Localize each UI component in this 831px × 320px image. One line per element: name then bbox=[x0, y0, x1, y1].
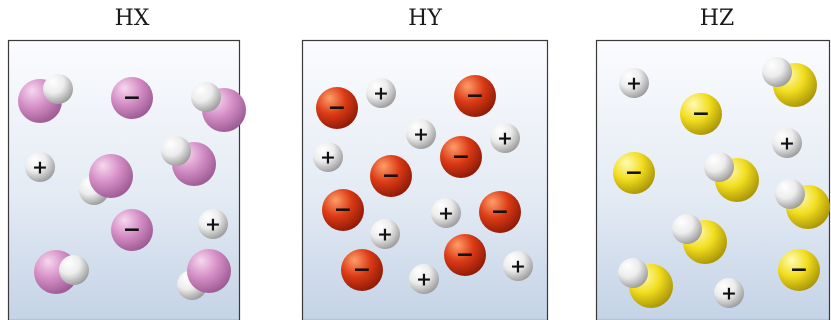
anion: − bbox=[111, 77, 153, 119]
h-atom-sphere bbox=[59, 255, 89, 285]
minus-sign: − bbox=[625, 161, 643, 186]
hydronium-cation: + bbox=[490, 123, 520, 153]
hydronium-cation: + bbox=[313, 142, 343, 172]
anion: − bbox=[316, 87, 358, 129]
h-atom-sphere bbox=[775, 179, 805, 209]
minus-sign: − bbox=[790, 258, 808, 283]
hydronium-cation: + bbox=[431, 198, 461, 228]
h-atom-sphere bbox=[161, 136, 191, 166]
minus-sign: − bbox=[466, 84, 484, 109]
plus-sign: + bbox=[510, 256, 526, 278]
minus-sign: − bbox=[353, 258, 371, 283]
hydronium-cation: + bbox=[772, 128, 802, 158]
anion: − bbox=[680, 93, 722, 135]
plus-sign: + bbox=[413, 124, 429, 146]
minus-sign: − bbox=[382, 164, 400, 189]
hydronium-cation: + bbox=[619, 68, 649, 98]
plus-sign: + bbox=[373, 83, 389, 105]
minus-sign: − bbox=[692, 102, 710, 127]
anion: − bbox=[613, 152, 655, 194]
plus-sign: + bbox=[320, 147, 336, 169]
h-atom-sphere bbox=[191, 82, 221, 112]
plus-sign: + bbox=[497, 128, 513, 150]
hydronium-cation: + bbox=[714, 278, 744, 308]
x-atom-sphere bbox=[187, 249, 231, 293]
minus-sign: − bbox=[334, 198, 352, 223]
minus-sign: − bbox=[123, 218, 141, 243]
plus-sign: + bbox=[779, 133, 795, 155]
anion: − bbox=[322, 189, 364, 231]
hydronium-cation: + bbox=[25, 152, 55, 182]
plus-sign: + bbox=[721, 283, 737, 305]
h-atom-sphere bbox=[672, 214, 702, 244]
plus-sign: + bbox=[626, 73, 642, 95]
h-atom-sphere bbox=[704, 152, 734, 182]
hydronium-cation: + bbox=[198, 209, 228, 239]
h-atom-sphere bbox=[618, 258, 648, 288]
minus-sign: − bbox=[328, 96, 346, 121]
hydronium-cation: + bbox=[409, 264, 439, 294]
plus-sign: + bbox=[32, 157, 48, 179]
anion: − bbox=[778, 249, 820, 291]
anion: − bbox=[440, 136, 482, 178]
minus-sign: − bbox=[456, 243, 474, 268]
plus-sign: + bbox=[438, 203, 454, 225]
hydronium-cation: + bbox=[366, 78, 396, 108]
anion: − bbox=[370, 155, 412, 197]
anion: − bbox=[479, 191, 521, 233]
minus-sign: − bbox=[452, 145, 470, 170]
minus-sign: − bbox=[123, 86, 141, 111]
anion: − bbox=[454, 75, 496, 117]
anion: − bbox=[444, 234, 486, 276]
h-atom-sphere bbox=[43, 74, 73, 104]
x-atom-sphere bbox=[89, 154, 133, 198]
plus-sign: + bbox=[416, 269, 432, 291]
minus-sign: − bbox=[491, 200, 509, 225]
anion: − bbox=[341, 249, 383, 291]
h-atom-sphere bbox=[762, 57, 792, 87]
plus-sign: + bbox=[377, 224, 393, 246]
plus-sign: + bbox=[205, 214, 221, 236]
hydronium-cation: + bbox=[370, 219, 400, 249]
hydronium-cation: + bbox=[503, 251, 533, 281]
anion: − bbox=[111, 209, 153, 251]
hydronium-cation: + bbox=[406, 119, 436, 149]
